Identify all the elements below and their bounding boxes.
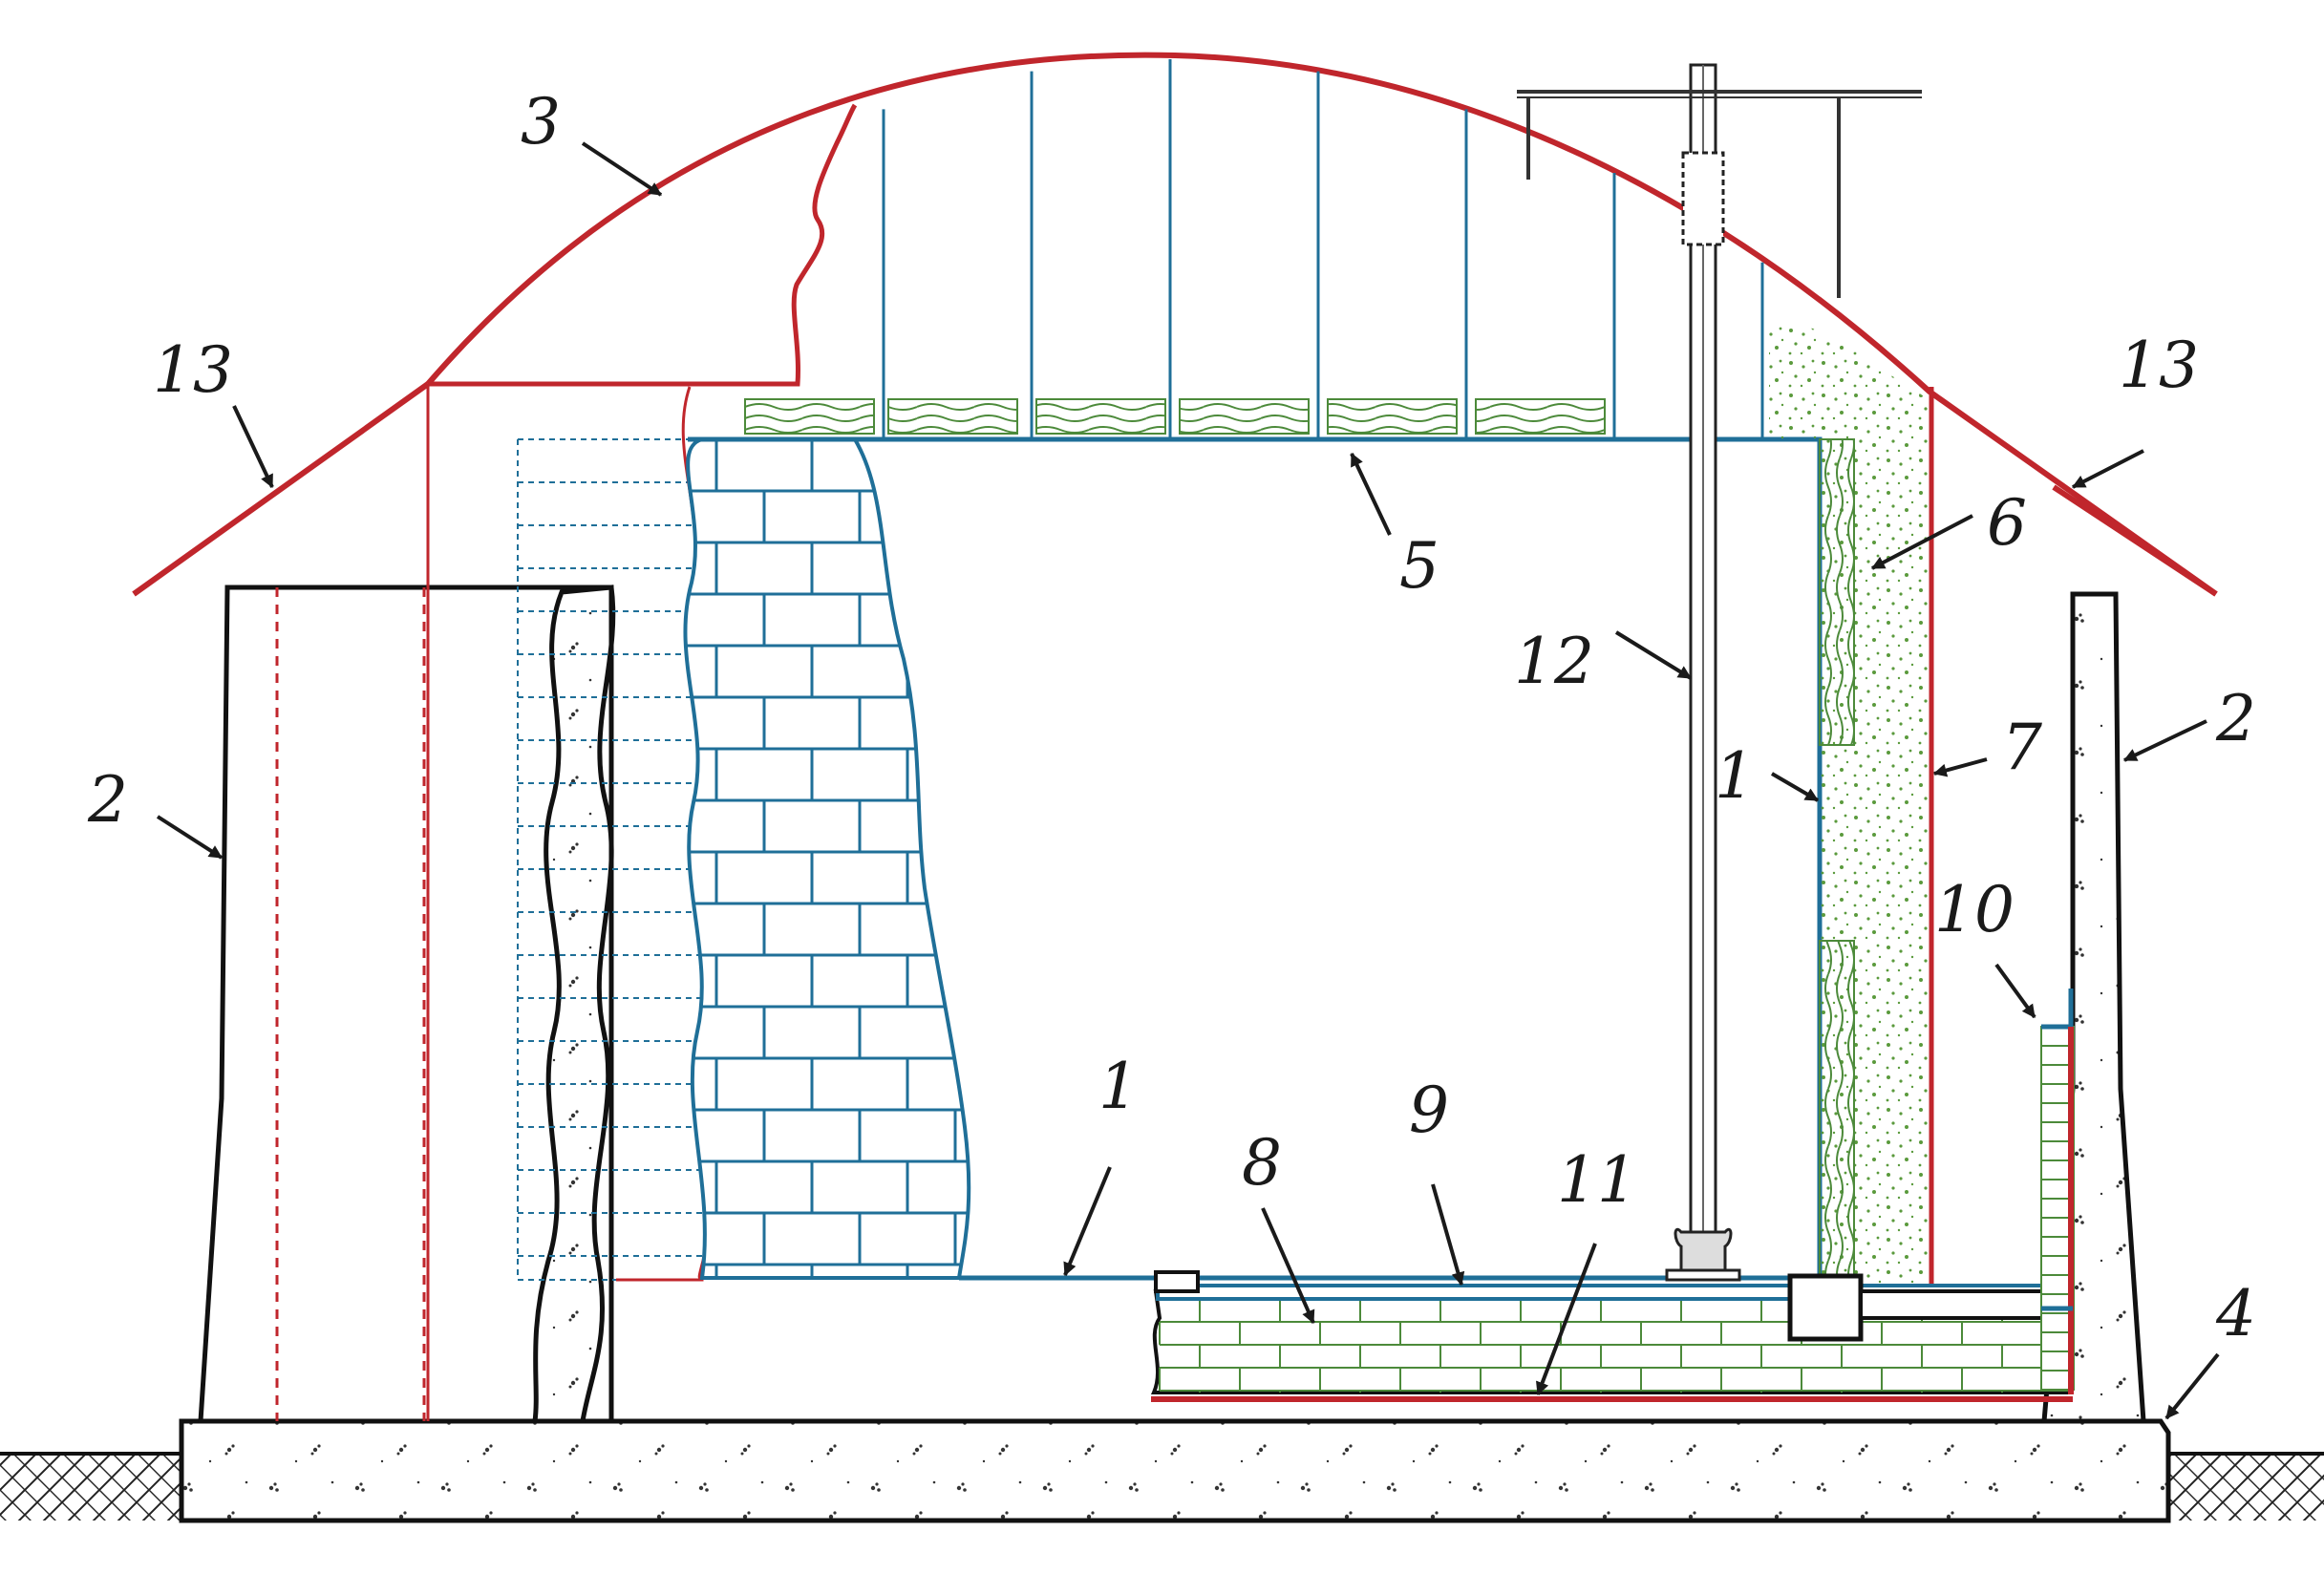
- callout-c7: 7: [2002, 711, 2042, 784]
- roof-ribs: [882, 59, 1764, 439]
- ceiling-block: [887, 398, 1018, 435]
- arrow-c10: [1994, 963, 2036, 1019]
- ceiling-block: [1475, 398, 1606, 435]
- callout-c13b: 13: [2119, 329, 2199, 402]
- arrow-c13: [232, 405, 274, 489]
- callout-c3: 3: [521, 85, 561, 159]
- callout-c12: 12: [1514, 625, 1594, 698]
- roof: [132, 52, 2218, 1421]
- ventilation-pipe: [1665, 63, 1741, 1282]
- ceiling-block: [1327, 398, 1458, 435]
- arrow-c1: [1063, 1166, 1112, 1277]
- roof-stand: [1517, 90, 1922, 298]
- foundation-slab: [179, 1418, 2171, 1523]
- callout-c11: 11: [1557, 1143, 1637, 1217]
- callout-arrows: [156, 141, 2220, 1420]
- callout-c4: 4: [2215, 1277, 2256, 1350]
- arrow-c12: [1614, 630, 1693, 680]
- arrow-c11: [1536, 1243, 1597, 1396]
- callout-c1: 1: [1098, 1050, 1139, 1123]
- callout-c8: 8: [1242, 1126, 1282, 1200]
- callout-c2b: 2: [2215, 682, 2256, 755]
- brick-lining: [683, 437, 971, 1280]
- ceiling-block: [1179, 398, 1310, 435]
- arrow-c13b: [2071, 449, 2144, 489]
- arrow-c2b: [2122, 719, 2207, 762]
- callout-c1b: 1: [1715, 739, 1755, 813]
- arrow-c6: [1870, 514, 1973, 570]
- callout-c2: 2: [87, 763, 128, 837]
- arrow-c9: [1431, 1183, 1465, 1287]
- callout-c10: 10: [1934, 873, 2015, 946]
- arrow-c2: [156, 815, 224, 860]
- ceiling-insulation: [744, 398, 1606, 435]
- callout-c5: 5: [1399, 529, 1439, 603]
- callout-c13: 13: [153, 333, 233, 407]
- arrow-c5: [1350, 452, 1392, 536]
- ground: [0, 1452, 2324, 1521]
- floor-base: [1150, 1270, 2073, 1402]
- arrow-c8: [1261, 1207, 1315, 1325]
- callout-labels: 3 13 13 2 2 5 6 12 1 7 10 1 8 9 11 4: [87, 85, 2256, 1350]
- arrow-c3: [581, 141, 663, 197]
- callout-c6: 6: [1987, 486, 2027, 560]
- arrow-c7: [1932, 757, 1988, 777]
- ceiling-block: [744, 398, 875, 435]
- right-insulation: [1769, 323, 1931, 1290]
- drain-riser: [2040, 989, 2075, 1394]
- arrow-c4: [2164, 1352, 2220, 1420]
- callout-c9: 9: [1409, 1074, 1449, 1147]
- arrow-c1b: [1770, 772, 1820, 802]
- ceiling-block: [1035, 398, 1166, 435]
- left-wall: [198, 585, 614, 1424]
